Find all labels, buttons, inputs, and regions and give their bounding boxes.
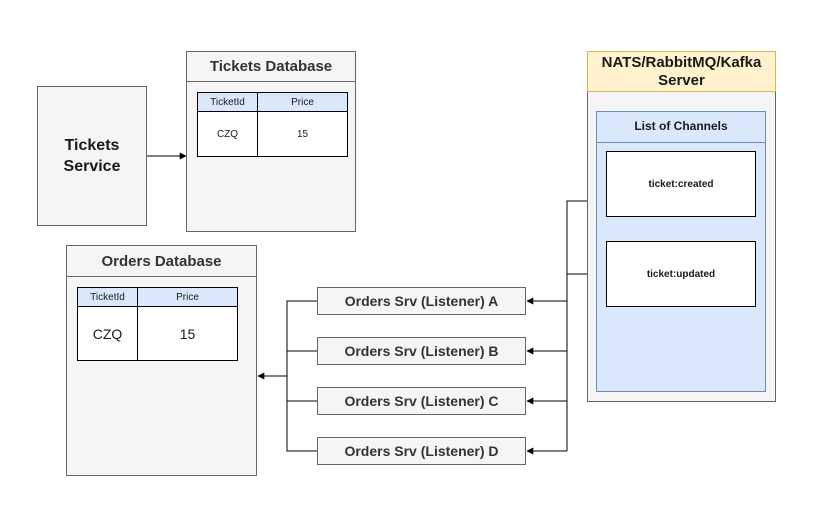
tickets-service-label: Tickets Service (63, 137, 121, 175)
channels-list-divider (597, 142, 765, 143)
orders-listener-d: Orders Srv (Listener) D (317, 437, 526, 465)
column-header-ticketid: TicketId (197, 92, 258, 112)
orders-listener-b: Orders Srv (Listener) B (317, 337, 526, 365)
orders-listener-a: Orders Srv (Listener) A (317, 287, 526, 315)
cell-price: 15 (137, 306, 238, 361)
column-header-price: Price (257, 92, 348, 112)
channels-list-title: List of Channels (634, 119, 728, 133)
cell-ticketid: CZQ (197, 111, 258, 157)
channel-ticket-created: ticket:created (606, 151, 756, 217)
tickets-database-table: TicketId Price CZQ 15 (197, 92, 348, 157)
cell-price: 15 (257, 111, 348, 157)
column-header-ticketid: TicketId (77, 287, 138, 307)
orders-database-divider (67, 276, 256, 277)
server-title: NATS/RabbitMQ/Kafka Server (587, 51, 776, 92)
tickets-database-divider (187, 81, 355, 82)
orders-database-table: TicketId Price CZQ 15 (77, 287, 238, 361)
orders-listener-c: Orders Srv (Listener) C (317, 387, 526, 415)
column-header-price: Price (137, 287, 238, 307)
orders-database-title: Orders Database (101, 253, 222, 270)
tickets-database: Tickets Database TicketId Price CZQ 15 (186, 51, 356, 232)
tickets-service: Tickets Service (37, 86, 147, 226)
orders-database: Orders Database TicketId Price CZQ 15 (66, 245, 257, 476)
cell-ticketid: CZQ (77, 306, 138, 361)
bus-listeners-to-orders-db (286, 300, 317, 452)
channel-ticket-updated: ticket:updated (606, 241, 756, 307)
tickets-database-title: Tickets Database (209, 58, 333, 75)
